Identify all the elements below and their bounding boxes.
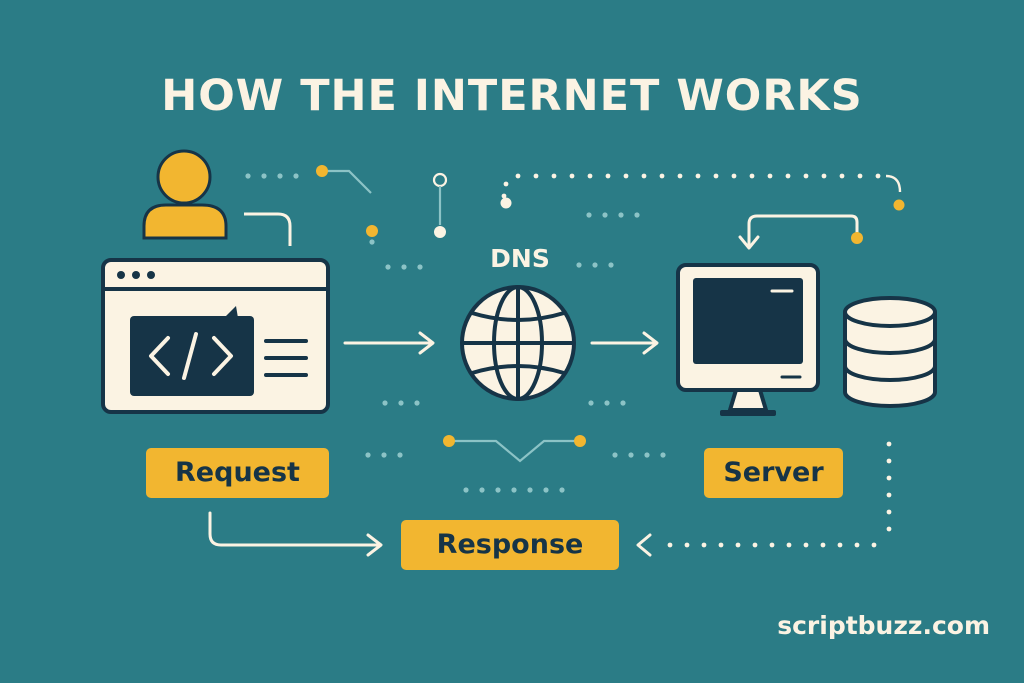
server-label: Server: [704, 448, 843, 498]
request-label: Request: [146, 448, 329, 498]
arrow-into-server: [738, 214, 859, 250]
arrow-request-to-response: [208, 511, 383, 557]
dotted-return-path: [667, 441, 892, 548]
brand-watermark: scriptbuzz.com: [777, 611, 990, 640]
arrow-head-response: [636, 533, 652, 557]
arrow-browser-to-dns: [343, 331, 435, 355]
globe-icon: [460, 285, 576, 401]
code-icon: [130, 306, 254, 396]
dns-label: DNS: [490, 244, 550, 273]
response-label: Response: [401, 520, 619, 570]
monitor-icon: [676, 263, 820, 416]
database-icon: [843, 296, 937, 408]
user-icon: [142, 149, 228, 240]
browser-window-icon: [101, 258, 330, 414]
arrow-dns-to-server: [590, 331, 659, 355]
page-title: HOW THE INTERNET WORKS: [161, 71, 863, 121]
decorative-network: [245, 173, 666, 493]
dotted-loop-top: [501, 173, 881, 199]
